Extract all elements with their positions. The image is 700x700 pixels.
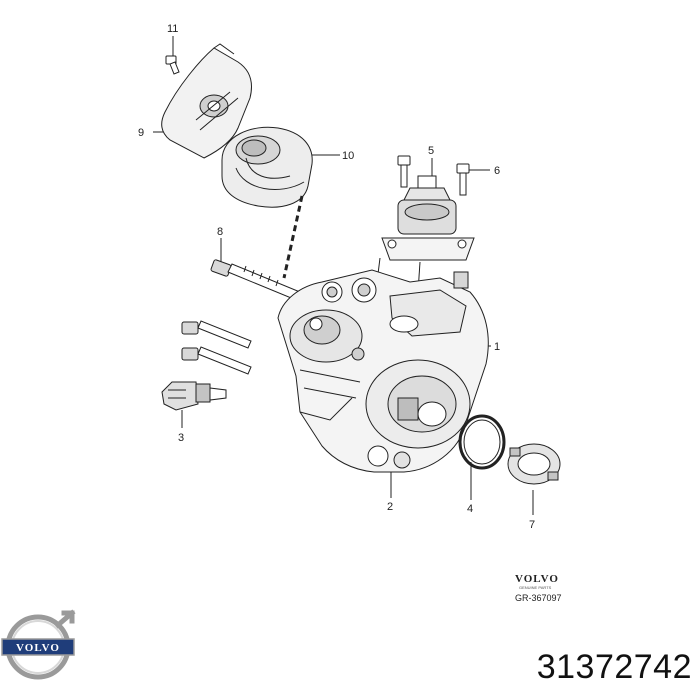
callout-7: 7 xyxy=(529,519,535,531)
valve-bolts xyxy=(397,155,470,196)
assembly-path-dashed xyxy=(282,195,304,279)
logo-text: VOLVO xyxy=(16,642,60,654)
callout-2: 2 xyxy=(387,501,393,513)
part-11-bolt xyxy=(165,55,180,75)
part-4-o-ring xyxy=(458,414,506,470)
part-number: 31372742 xyxy=(536,648,692,686)
callout-3: 3 xyxy=(178,432,184,444)
drawing-number: GR-367097 xyxy=(515,593,562,603)
callout-8: 8 xyxy=(217,226,223,238)
part-1-pump xyxy=(277,269,489,473)
callout-10: 10 xyxy=(342,150,354,162)
part-7-ring xyxy=(507,443,561,485)
part-5-valve xyxy=(381,175,475,261)
part-9-bracket xyxy=(161,43,252,159)
volvo-logo-icon: VOLVO xyxy=(1,609,76,680)
brand-subtitle: GENUINE PARTS xyxy=(519,585,552,590)
part-10-bush xyxy=(221,126,313,208)
part-3-sensor xyxy=(161,381,227,411)
callout-1: 1 xyxy=(494,341,500,353)
brand-wordmark: VOLVO xyxy=(515,573,559,585)
callout-5: 5 xyxy=(428,145,434,157)
callout-labels: 11 9 10 8 5 6 1 3 2 4 7 xyxy=(138,23,535,531)
callout-9: 9 xyxy=(138,127,144,139)
callout-11: 11 xyxy=(167,23,178,35)
callout-4: 4 xyxy=(467,503,473,515)
mounting-bolts xyxy=(181,320,252,375)
callout-6: 6 xyxy=(494,165,500,177)
